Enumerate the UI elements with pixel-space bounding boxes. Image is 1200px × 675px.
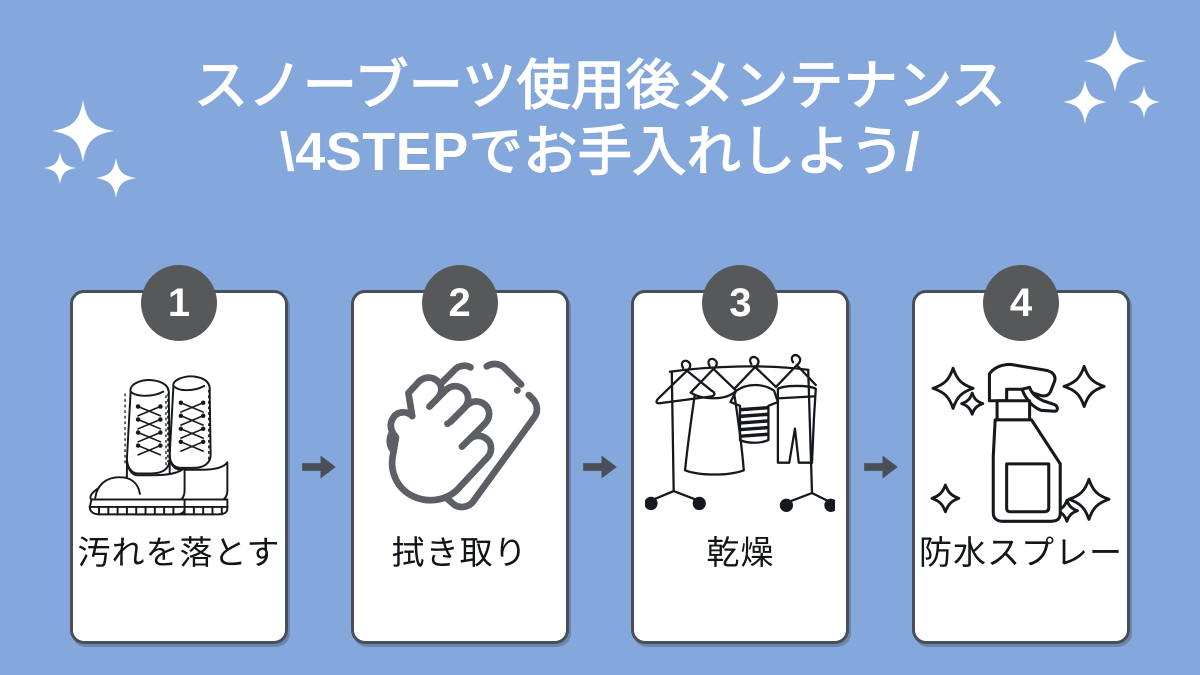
step-label-2: 拭き取り bbox=[391, 534, 528, 571]
step-card-2[interactable]: 2 bbox=[350, 262, 569, 644]
arrow-right-icon-3 bbox=[849, 290, 912, 644]
spray-bottle-icon bbox=[923, 349, 1119, 529]
steps-row: 1 bbox=[70, 262, 1131, 652]
step-number-badge-3: 3 bbox=[702, 265, 779, 341]
arrow-right-icon-1 bbox=[288, 290, 351, 644]
title-line-2: \4STEPでお手入れしよう/ bbox=[279, 122, 921, 183]
snow-boots-icon bbox=[81, 349, 277, 529]
title-line-1: スノーブーツ使用後メンテナンス bbox=[193, 56, 1007, 116]
poster-title: スノーブーツ使用後メンテナンス \4STEPでお手入れしよう/ bbox=[0, 56, 1200, 183]
clothes-drying-rack-icon bbox=[642, 349, 838, 529]
step-card-3-body: 3 bbox=[631, 265, 850, 644]
step-card-3[interactable]: 3 bbox=[631, 262, 850, 644]
step-card-2-body: 2 bbox=[350, 265, 569, 644]
step-label-4: 防水スプレー bbox=[919, 534, 1124, 571]
step-label-3: 乾燥 bbox=[706, 534, 775, 571]
hand-wiping-cloth-icon bbox=[362, 349, 558, 529]
step-card-1[interactable]: 1 bbox=[70, 262, 288, 644]
step-label-1: 汚れを落とす bbox=[77, 534, 281, 571]
step-number-badge-2: 2 bbox=[421, 265, 498, 341]
step-number-badge-1: 1 bbox=[141, 265, 217, 341]
step-number-badge-4: 4 bbox=[983, 265, 1060, 341]
step-card-4-body: 4 bbox=[912, 265, 1131, 644]
arrow-right-icon-2 bbox=[569, 290, 632, 644]
step-card-1-body: 1 bbox=[70, 265, 288, 644]
step-card-4[interactable]: 4 bbox=[912, 262, 1131, 644]
